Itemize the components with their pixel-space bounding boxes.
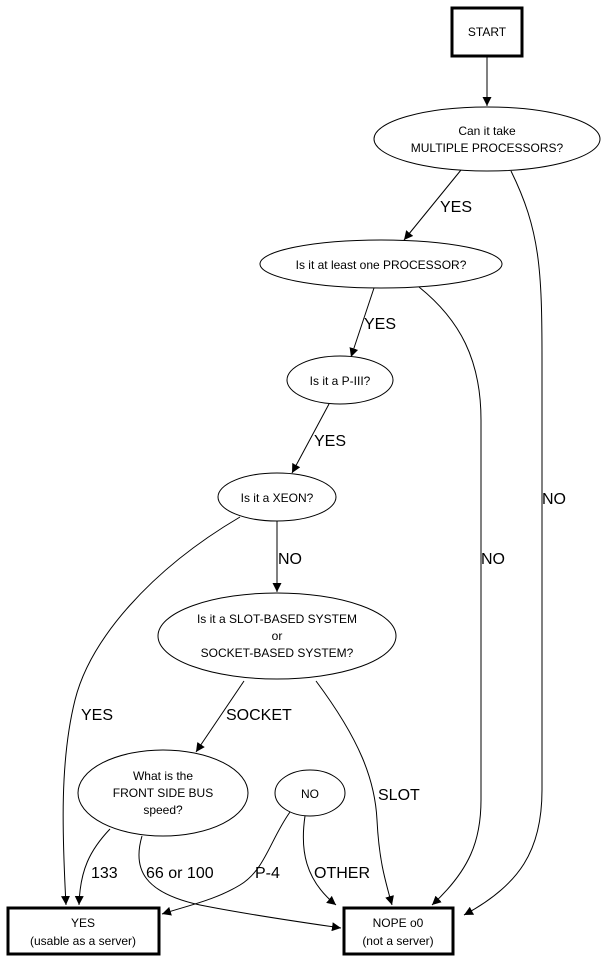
edge-multi-nope [463, 170, 543, 916]
edge-label-xeon-slotsocket: NO [278, 551, 302, 568]
edge-p3-xeon [291, 403, 330, 474]
edge-no-nope [302, 815, 337, 906]
edge-label-no-yes: P-4 [255, 865, 280, 882]
node-at-least-one-processor[interactable]: Is it at least one PROCESSOR? [259, 239, 503, 289]
edge-label-slotsocket-fsb: SOCKET [226, 707, 292, 724]
node-multi-label-2: MULTIPLE PROCESSORS? [411, 141, 564, 155]
node-slotsocket-label-1: Is it a SLOT-BASED SYSTEM [197, 612, 357, 626]
edge-label-fsb-yes: 133 [91, 865, 118, 882]
node-slotsocket-label-2: or [272, 629, 283, 643]
edge-no-yes [161, 811, 291, 916]
edge-label-multi-nope: NO [542, 491, 566, 508]
edge-fsb-nope [138, 835, 342, 932]
edge-label-fsb-nope: 66 or 100 [146, 865, 214, 882]
edge-label-oneproc-nope: NO [481, 551, 505, 568]
edge-slotsocket-fsb [195, 680, 245, 753]
node-oneproc-label: Is it at least one PROCESSOR? [296, 258, 467, 272]
edge-oneproc-p3 [349, 287, 375, 358]
node-front-side-bus[interactable]: What is the FRONT SIDE BUS speed? [77, 749, 249, 837]
edge-label-xeon-yes: YES [81, 707, 113, 724]
node-nope-label-1: NOPE o0 [373, 916, 424, 930]
node-fsb-label-1: What is the [133, 769, 193, 783]
node-yes-server[interactable]: YES (usable as a server) [6, 906, 161, 956]
node-yes-server-label-1: YES [71, 916, 95, 930]
node-slotsocket-label-3: SOCKET-BASED SYSTEM? [201, 646, 354, 660]
node-p3-label: Is it a P-III? [310, 374, 371, 388]
edge-label-slotsocket-nope: SLOT [378, 787, 420, 804]
node-fsb-label-2: FRONT SIDE BUS [113, 786, 213, 800]
node-nope-label-2: (not a server) [362, 934, 433, 948]
node-multi-label-1: Can it take [458, 124, 516, 138]
node-xeon-label: Is it a XEON? [241, 491, 314, 505]
node-nope[interactable]: NOPE o0 (not a server) [342, 906, 455, 956]
node-start[interactable]: START [450, 6, 524, 58]
node-yes-server-label-2: (usable as a server) [30, 934, 136, 948]
node-is-xeon[interactable]: Is it a XEON? [217, 472, 337, 522]
edge-oneproc-nope [418, 286, 482, 906]
node-fsb-label-3: speed? [143, 803, 183, 817]
edge-multi-oneproc [403, 169, 462, 241]
edge-label-p3-xeon: YES [314, 433, 346, 450]
node-multiple-processors[interactable]: Can it take MULTIPLE PROCESSORS? [373, 106, 601, 172]
node-start-label: START [468, 25, 507, 39]
edge-xeon-yes [61, 516, 241, 906]
node-no-label: NO [301, 787, 319, 801]
node-is-p3[interactable]: Is it a P-III? [286, 355, 394, 405]
edge-label-oneproc-p3: YES [364, 316, 396, 333]
node-no[interactable]: NO [274, 769, 346, 817]
edge-fsb-yes [74, 828, 111, 906]
edge-label-no-nope: OTHER [314, 865, 370, 882]
node-slot-or-socket[interactable]: Is it a SLOT-BASED SYSTEM or SOCKET-BASE… [157, 592, 397, 680]
edge-slotsocket-nope [315, 680, 394, 906]
edge-label-multi-oneproc: YES [440, 199, 472, 216]
